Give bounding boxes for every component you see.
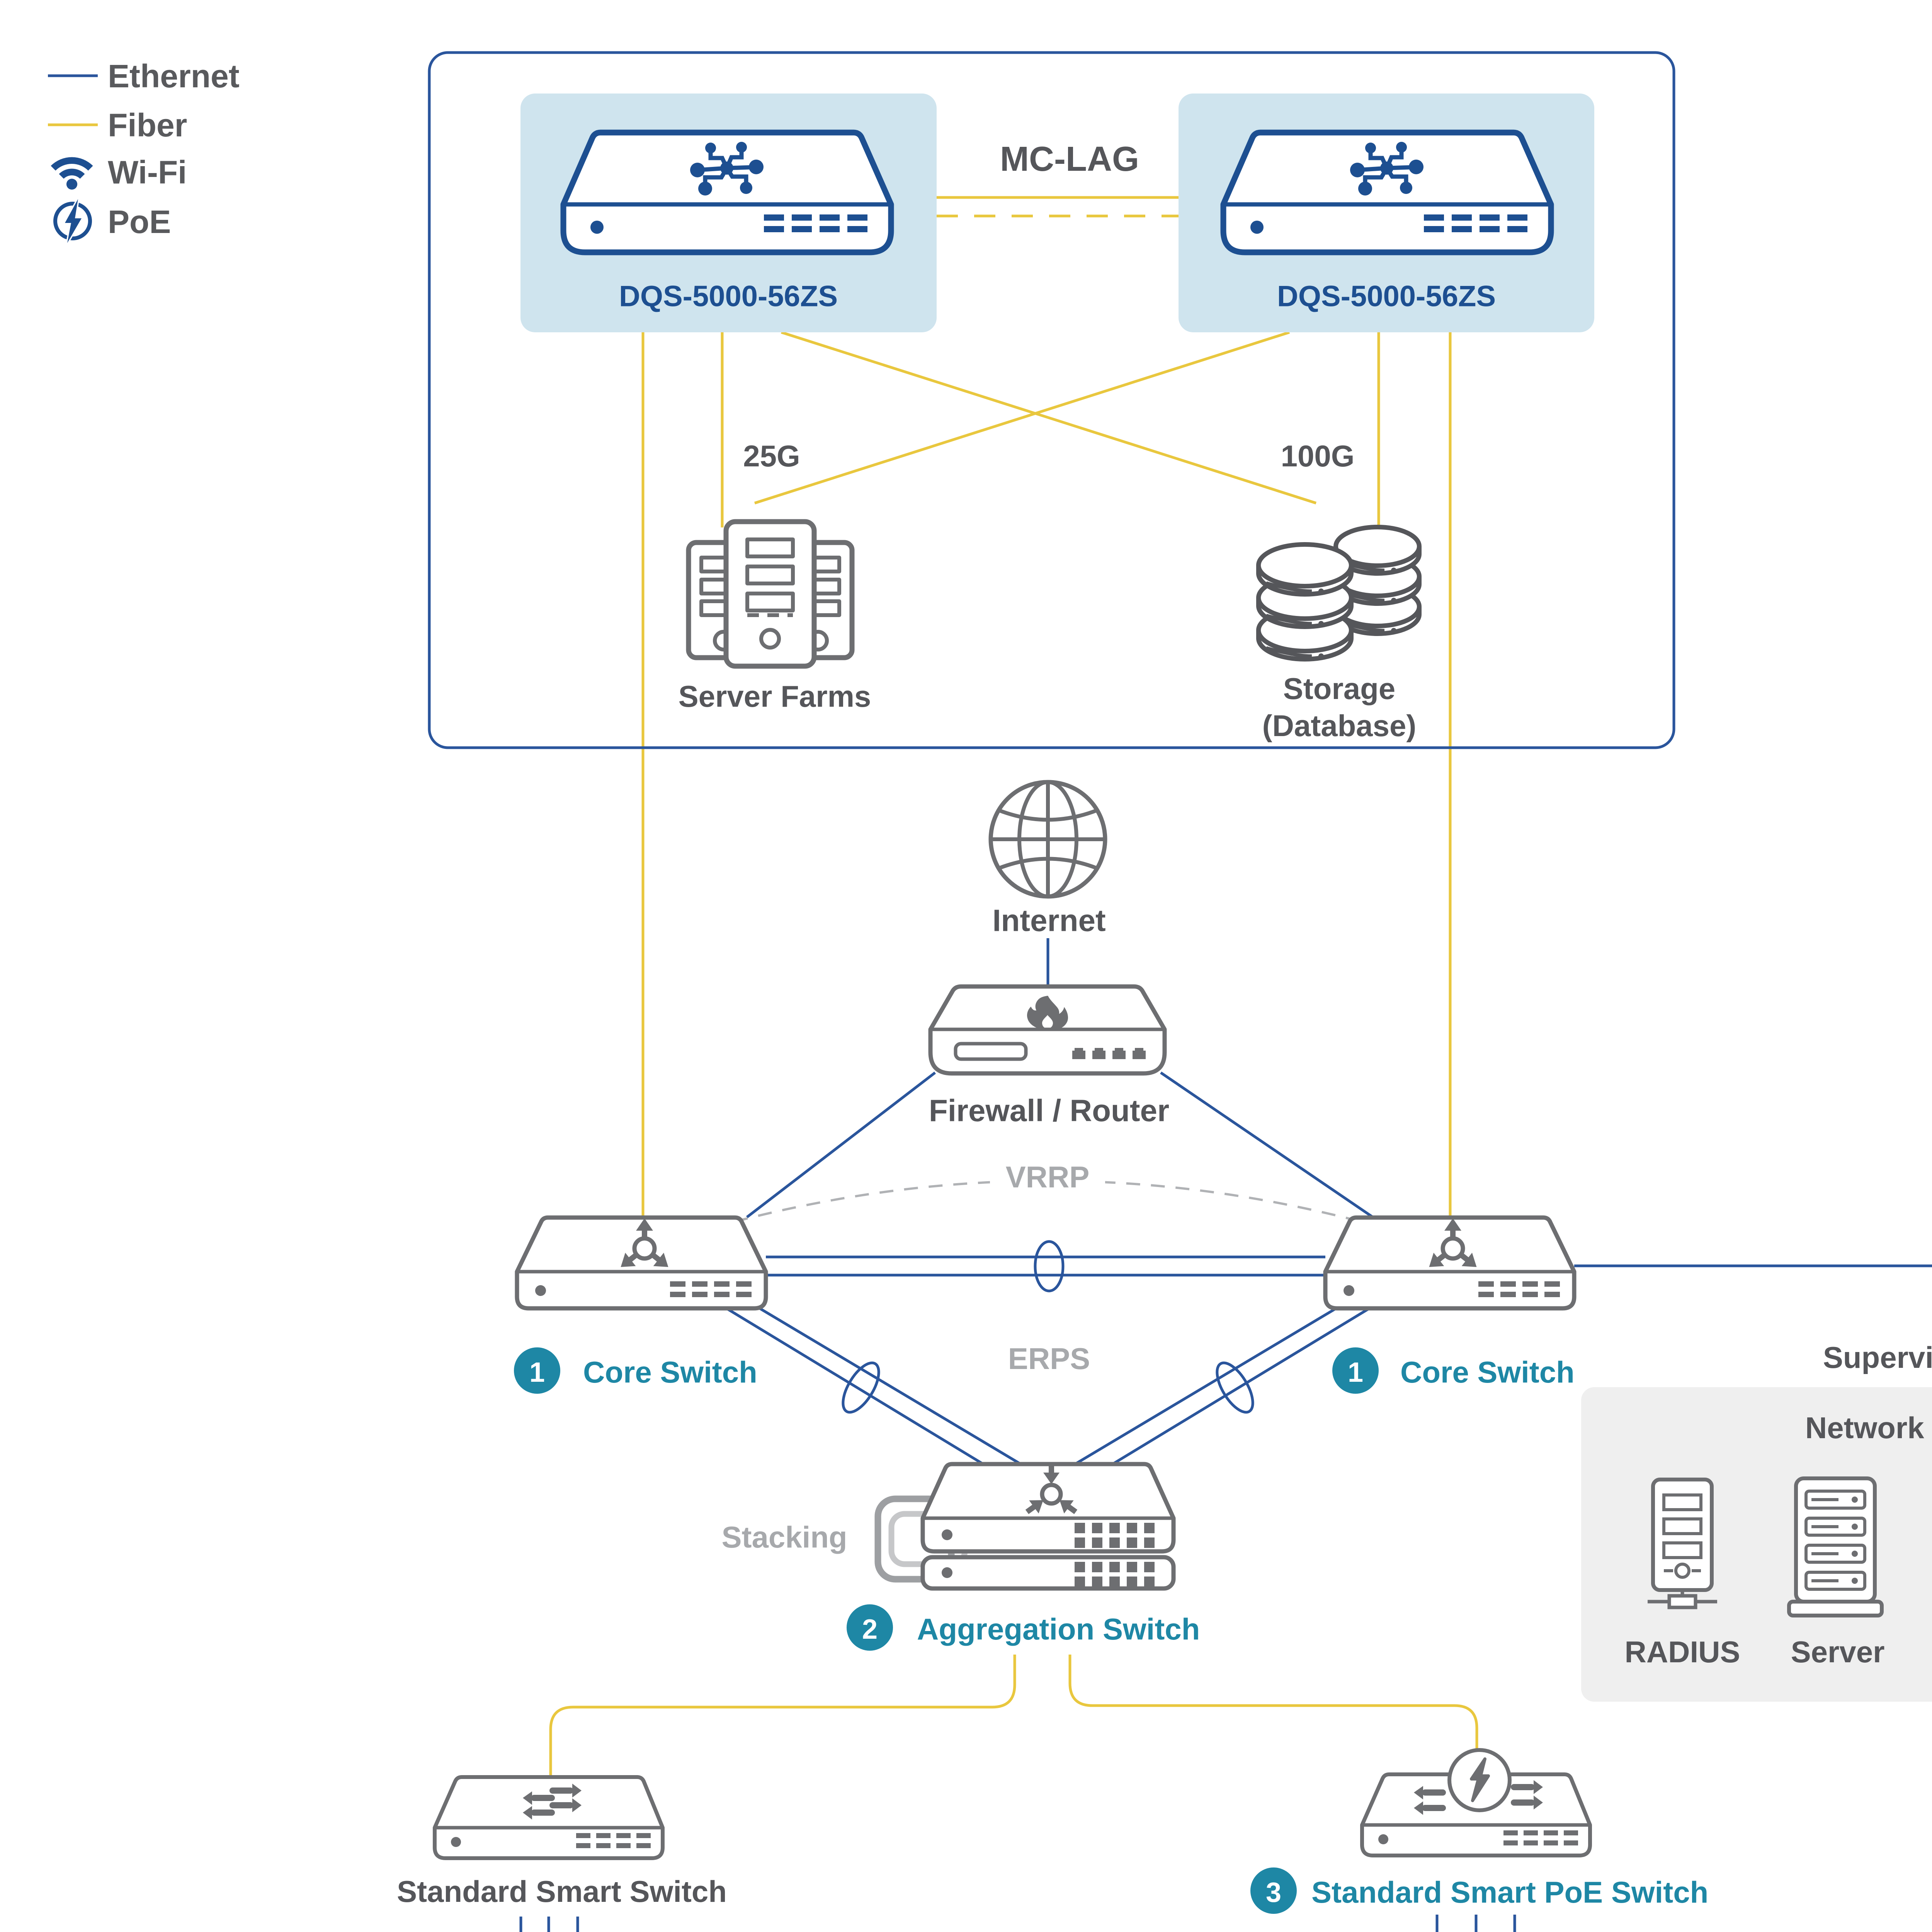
svg-text:100G: 100G	[1281, 439, 1355, 473]
svg-text:PoE: PoE	[108, 204, 171, 240]
svg-text:Supervision center: Supervision center	[1823, 1340, 1932, 1374]
svg-text:Network Management: Network Management	[1805, 1411, 1932, 1445]
svg-text:Fiber: Fiber	[108, 107, 187, 143]
svg-text:Core Switch: Core Switch	[583, 1355, 757, 1389]
svg-text:MC-LAG: MC-LAG	[1000, 140, 1139, 179]
svg-text:RADIUS: RADIUS	[1624, 1635, 1740, 1669]
svg-text:DQS-5000-56ZS: DQS-5000-56ZS	[619, 280, 838, 313]
svg-text:DQS-5000-56ZS: DQS-5000-56ZS	[1277, 280, 1496, 313]
svg-text:Aggregation Switch: Aggregation Switch	[917, 1612, 1200, 1646]
svg-text:ERPS: ERPS	[1008, 1342, 1090, 1376]
svg-text:Core Switch: Core Switch	[1400, 1355, 1575, 1389]
svg-text:1: 1	[529, 1357, 545, 1388]
svg-text:Ethernet: Ethernet	[108, 58, 240, 94]
svg-text:(Database): (Database)	[1262, 709, 1417, 743]
svg-text:1: 1	[1348, 1357, 1363, 1388]
svg-text:Storage: Storage	[1283, 672, 1395, 706]
svg-text:Server: Server	[1791, 1635, 1885, 1669]
svg-text:Internet: Internet	[992, 903, 1105, 938]
svg-text:Standard Smart Switch: Standard Smart Switch	[397, 1874, 727, 1908]
svg-text:2: 2	[862, 1614, 878, 1645]
svg-text:Stacking: Stacking	[721, 1520, 847, 1554]
svg-text:Standard Smart PoE Switch: Standard Smart PoE Switch	[1311, 1875, 1708, 1909]
svg-text:Firewall / Router: Firewall / Router	[929, 1094, 1169, 1128]
svg-text:25G: 25G	[743, 439, 800, 473]
svg-text:Wi-Fi: Wi-Fi	[108, 154, 187, 190]
svg-text:Server Farms: Server Farms	[679, 679, 871, 713]
svg-text:3: 3	[1266, 1877, 1281, 1908]
svg-text:VRRP: VRRP	[1006, 1160, 1090, 1194]
